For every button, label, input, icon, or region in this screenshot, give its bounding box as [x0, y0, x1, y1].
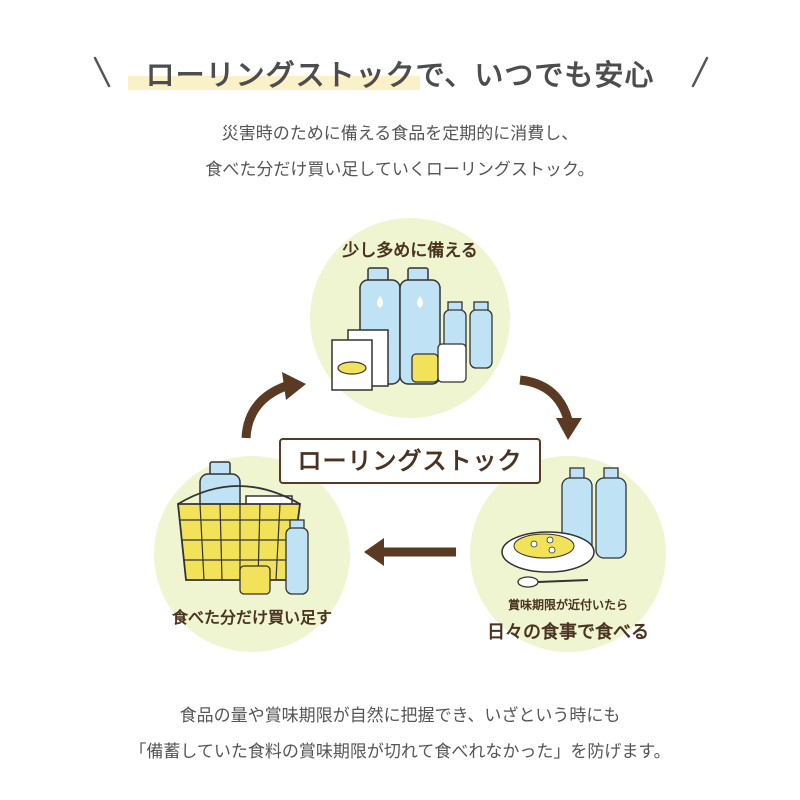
heading: ローリングストックで、いつでも安心	[0, 48, 800, 96]
shopping-basket-icon	[177, 461, 309, 595]
center-label: ローリングストック	[297, 447, 523, 475]
stock-illustration	[331, 267, 493, 391]
step-label-stock: 少し多めに備える	[342, 241, 478, 261]
curry-rice-icon	[501, 467, 627, 573]
canned-food-icon	[411, 343, 467, 383]
center-label-box: ローリングストック	[279, 438, 541, 484]
page-title: ローリングストックで、いつでも安心	[145, 58, 655, 92]
heading-highlight	[128, 76, 420, 90]
step-label-buy: 食べた分だけ買い足す	[171, 608, 332, 627]
slash-left-icon	[93, 56, 111, 88]
outro-line-2: 「備蓄していた食料の賞味期限が切れて食べれなかった」を防げます。	[129, 742, 671, 762]
outro-line-1: 食品の量や賞味期限が自然に把握でき、いざという時にも	[179, 706, 621, 726]
step-note-eat: 賞味期限が近付いたら	[507, 598, 628, 612]
retort-pouch-icon	[331, 329, 389, 391]
intro-text: 災害時のために備える食品を定期的に消費し、 食べた分だけ買い足していくローリング…	[0, 116, 800, 188]
outro-text: 食品の量や賞味期限が自然に把握でき、いざという時にも 「備蓄していた食料の賞味期…	[0, 698, 800, 770]
arrow-heads	[282, 372, 582, 566]
step-label-eat: 日々の食事で食べる	[487, 622, 649, 643]
slash-right-icon	[691, 56, 709, 88]
intro-line-1: 災害時のために備える食品を定期的に消費し、	[221, 124, 579, 144]
intro-line-2: 食べた分だけ買い足していくローリングストック。	[205, 160, 595, 180]
spoon-icon	[517, 576, 589, 588]
cycle-arrow-icon	[241, 375, 573, 557]
